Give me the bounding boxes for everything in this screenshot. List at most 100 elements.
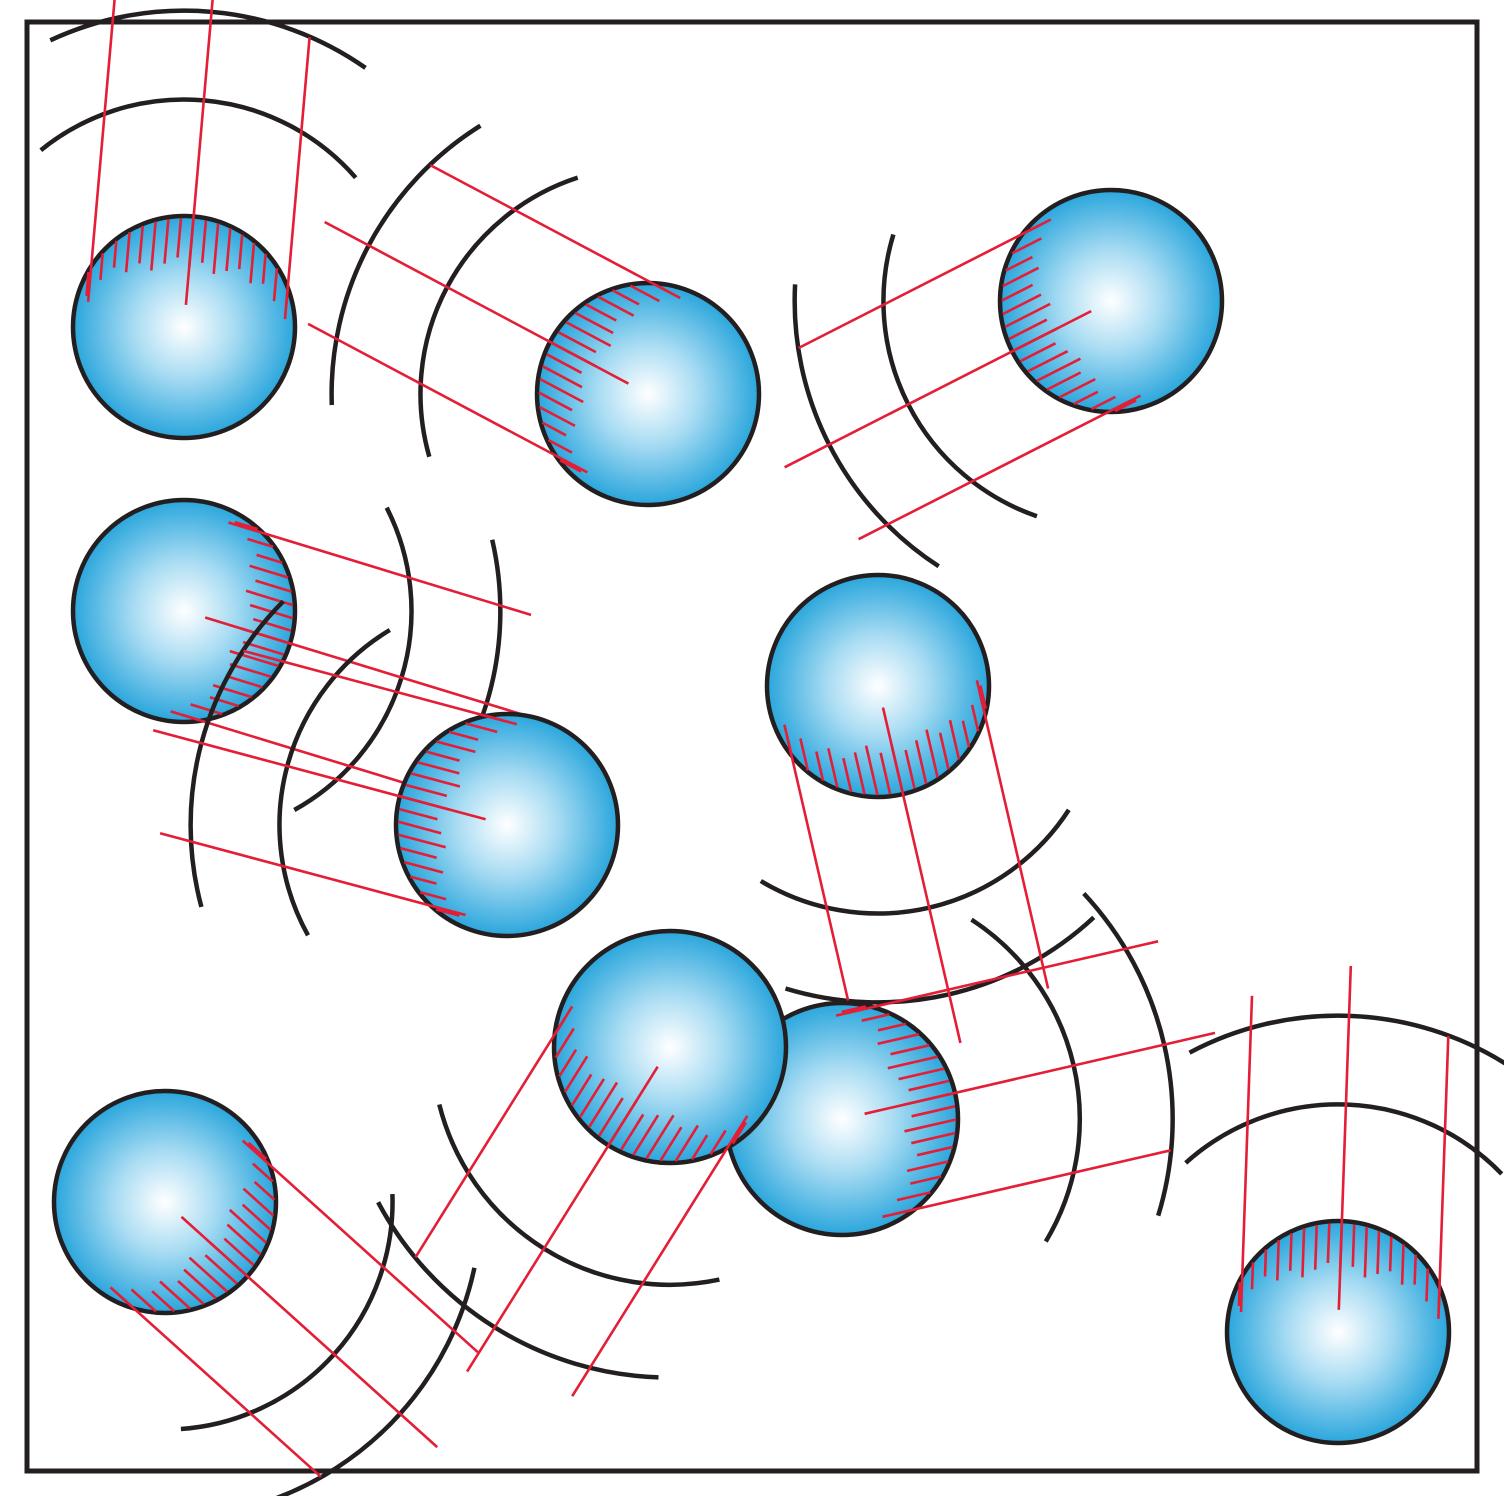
motion-streak: [709, 1129, 727, 1155]
motion-streak: [247, 537, 274, 549]
motion-trail-line: [465, 1066, 659, 1373]
motion-streak: [1058, 377, 1096, 399]
motion-streak: [245, 589, 294, 607]
motion-streak: [914, 740, 928, 785]
motion-streak: [1413, 1254, 1417, 1285]
motion-streak: [827, 748, 839, 788]
motion-streak: [574, 311, 614, 335]
motion-streak: [841, 1005, 867, 1014]
motion-streak: [546, 353, 583, 374]
motion-trail-line: [783, 724, 850, 1001]
motion-streak: [435, 908, 460, 917]
motion-streak: [1288, 1233, 1293, 1271]
motion-trail-line: [152, 728, 486, 821]
motion-streak: [1005, 255, 1033, 272]
particle-sphere: [534, 280, 762, 508]
container-box: [24, 19, 1480, 1474]
particle-sphere: [997, 187, 1225, 415]
motion-streak: [399, 807, 438, 821]
motion-streak: [226, 1223, 262, 1256]
motion-streak: [1376, 1230, 1381, 1274]
motion-trail-line: [1239, 995, 1254, 1313]
motion-streak: [877, 1033, 920, 1046]
motion-streak: [436, 740, 476, 754]
motion-trail-line: [571, 1115, 749, 1397]
particle-sphere: [51, 1088, 279, 1316]
motion-streak: [629, 284, 660, 303]
motion-streak: [1388, 1236, 1393, 1272]
motion-streak: [877, 1022, 907, 1032]
motion-streak: [910, 1175, 942, 1185]
motion-trail-line: [881, 707, 962, 1044]
motion-trail-line: [228, 521, 532, 617]
motion-streak: [925, 729, 939, 778]
motion-streak: [256, 553, 283, 564]
motion-streak: [853, 752, 866, 795]
motion-streak: [1400, 1244, 1405, 1285]
motion-streak: [419, 890, 447, 901]
motion-streak: [138, 225, 144, 264]
motion-streak: [815, 751, 825, 781]
motion-streak: [1363, 1226, 1368, 1278]
motion-streak: [200, 220, 208, 263]
motion-streak: [252, 617, 292, 632]
particle-sphere: [70, 213, 298, 441]
motion-streak: [124, 231, 131, 273]
motion-streak: [228, 1208, 268, 1244]
motion-trail-line: [283, 36, 311, 320]
motion-streak: [99, 253, 104, 281]
motion-streak: [242, 1187, 275, 1217]
motion-trail-line: [323, 220, 630, 385]
motion-streak: [620, 1113, 645, 1151]
motion-streak: [1276, 1240, 1280, 1281]
motion-streak: [448, 730, 479, 741]
motion-streak: [130, 1288, 157, 1313]
motion-streak: [1073, 390, 1099, 406]
motion-streak: [1090, 395, 1116, 411]
particle-8: [723, 891, 1216, 1243]
motion-streak: [557, 331, 597, 354]
particles-layer: [39, 0, 1504, 1496]
motion-streak: [864, 745, 879, 796]
motion-streak: [597, 295, 635, 317]
motion-streak: [948, 719, 961, 760]
motion-trail-line: [307, 322, 589, 474]
motion-streak: [272, 268, 279, 302]
motion-streak: [1301, 1228, 1306, 1278]
motion-trail-line: [180, 1215, 439, 1449]
particle-sphere: [1224, 1218, 1452, 1446]
motion-streak: [563, 1055, 589, 1093]
motion-streak: [188, 1256, 229, 1293]
motion-streak: [861, 1013, 890, 1022]
motion-streak: [1002, 293, 1042, 316]
motion-streak: [410, 772, 461, 788]
motion-streak: [249, 564, 289, 579]
motion-streak: [177, 1280, 205, 1306]
motion-streak: [578, 1078, 606, 1118]
motion-streak: [229, 649, 279, 668]
motion-streak: [898, 1067, 945, 1081]
motion-streak: [1004, 302, 1051, 329]
motion-streak: [538, 405, 576, 428]
motion-trail-line: [159, 831, 466, 917]
motion-streak: [916, 1145, 953, 1157]
particle-sphere: [551, 928, 789, 1166]
motion-trail-line: [975, 680, 1050, 989]
motion-streak: [151, 1290, 176, 1313]
motion-streak: [558, 1049, 578, 1078]
motion-streak: [674, 1124, 700, 1162]
motion-streak: [938, 732, 950, 770]
motion-streak: [1046, 371, 1082, 391]
motion-streak: [547, 438, 573, 454]
motion-streak: [890, 1044, 930, 1056]
motion-streak: [425, 750, 460, 762]
motion-streak: [1011, 237, 1042, 255]
motion-streak: [908, 1079, 950, 1092]
motion-streak: [228, 675, 263, 689]
motion-streak: [229, 662, 272, 679]
motion-streak: [645, 1114, 675, 1160]
particle-2: [307, 123, 762, 508]
motion-streak: [1313, 1224, 1318, 1270]
motion-trail-line: [798, 218, 1052, 350]
motion-streak: [163, 218, 170, 264]
